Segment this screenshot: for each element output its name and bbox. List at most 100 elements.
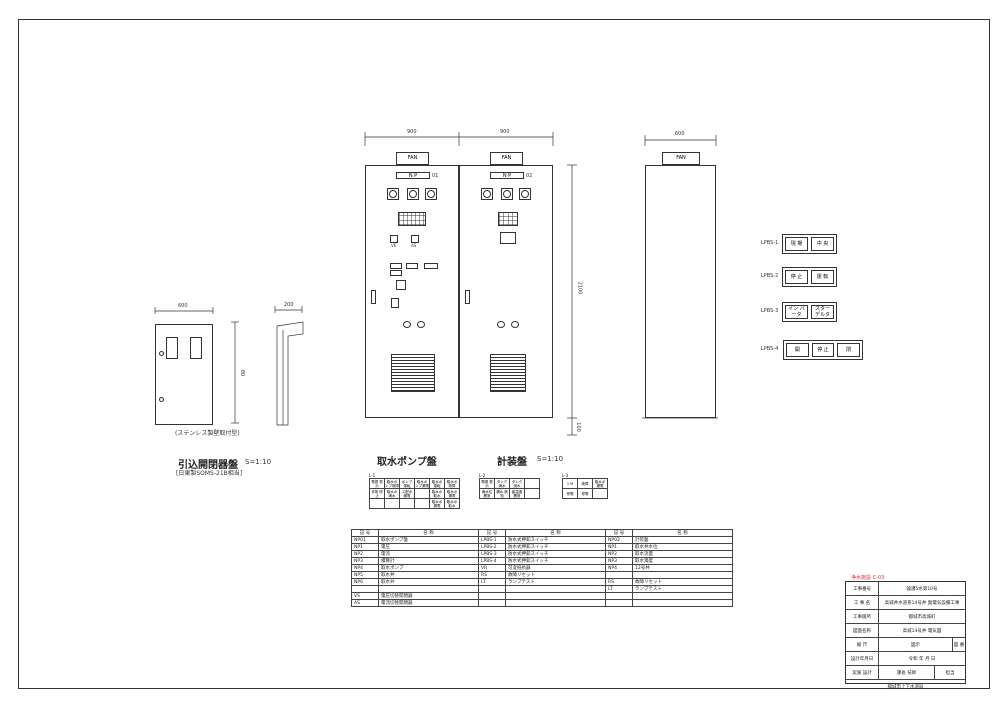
legend-cell bbox=[632, 571, 733, 579]
lamp-cell: 取水ポ 故障 bbox=[444, 478, 460, 489]
check-1: 実施 設計 bbox=[846, 666, 879, 679]
legend-header: 記 号 bbox=[478, 529, 506, 537]
legend-cell: NP3 bbox=[351, 557, 379, 565]
pump-fan-hood: FAN bbox=[396, 152, 429, 165]
legend-cell: LPBS-2 bbox=[478, 543, 506, 551]
title-block-value: 都城市高城町 bbox=[908, 614, 936, 620]
pump-nameplate: N P bbox=[396, 172, 430, 179]
title-block-row: 工 事 名高城井水道系14号井 盤電気設備工事 bbox=[846, 596, 965, 610]
lamp-cell: 取水ポ 満水 bbox=[384, 488, 400, 499]
title-block-value: 論課5水第10号 bbox=[906, 586, 938, 592]
lamp-cell: 故障 bbox=[577, 478, 593, 489]
side-view-panel bbox=[645, 165, 716, 418]
door-handle bbox=[371, 290, 376, 304]
legend-cell: NP6 bbox=[351, 578, 379, 586]
lpbs-1-mini bbox=[390, 263, 402, 269]
legend-cell: NP4 bbox=[605, 564, 633, 572]
legend-cell: LT bbox=[605, 585, 633, 593]
vr-knob bbox=[396, 280, 406, 290]
legend-cell: 防水式押釦スイッチ bbox=[505, 557, 606, 565]
title-block-value: 高城14号井 電気図 bbox=[902, 628, 942, 634]
pump-panel-title: 取水ポンプ盤 bbox=[377, 457, 437, 468]
instr-vent-grille bbox=[490, 354, 526, 392]
legend-cell: 故障リセット bbox=[632, 578, 733, 586]
lamp-cell bbox=[592, 488, 608, 499]
instr-lamp-array bbox=[498, 212, 518, 226]
legend-cell bbox=[351, 585, 379, 593]
instr-reset-lamp bbox=[497, 321, 505, 328]
lamp-cell: 取水ポ 漏電 bbox=[592, 478, 608, 489]
check-2: 課長 技師 bbox=[879, 666, 935, 679]
pump-panel-front: N P 01 VE AS bbox=[365, 165, 459, 418]
indicator-lamp-array bbox=[398, 212, 426, 226]
legend-cell: LT bbox=[478, 578, 506, 586]
legend-cell: NP01 bbox=[351, 536, 379, 544]
date-label: 設計年月日 bbox=[846, 652, 879, 665]
legend-cell: 取水濁度 bbox=[632, 557, 733, 565]
legend-cell: 12号井 bbox=[632, 564, 733, 572]
dim-side-width: 600 bbox=[675, 131, 685, 137]
push-button: 中 央 bbox=[811, 237, 834, 251]
legend-cell: NP02 bbox=[605, 536, 633, 544]
legend-header: 記 号 bbox=[605, 529, 633, 537]
instr-panel-scale: S=1:10 bbox=[537, 455, 564, 463]
legend-cell: NP2 bbox=[351, 550, 379, 558]
legend-cell: 防水式押釦スイッチ bbox=[505, 536, 606, 544]
push-button: 停 止 bbox=[785, 270, 808, 284]
push-button-box: 現 場中 央 bbox=[782, 234, 837, 254]
legend-cell: 取水弁 bbox=[378, 578, 479, 586]
push-button-box: 停 止運 転 bbox=[782, 267, 837, 287]
legend-cell: LPBS-1 bbox=[478, 536, 506, 544]
dim-pump-width: 900 bbox=[407, 129, 417, 135]
drawing-label: 図 番 bbox=[953, 642, 965, 648]
push-button: 現 場 bbox=[785, 237, 808, 251]
legend-cell: 防水式押釦スイッチ bbox=[505, 543, 606, 551]
left-panel-note: (ステンレス製壁取付型) bbox=[175, 430, 240, 437]
title-block-key: 工事番号 bbox=[846, 582, 879, 595]
dim-height: 2100 bbox=[576, 281, 583, 295]
date-value: 令和 年 月 日 bbox=[908, 656, 936, 662]
lpbs-label: LPBS-4 bbox=[761, 346, 779, 352]
lamp-layout-table: 電源 表示取水ポ ンプ故障ポンプ 運転取水ポ ンプ漏電取水ポ 運転取水ポ 故障非… bbox=[369, 478, 460, 509]
legend-cell bbox=[632, 599, 733, 607]
legend-cell: 取水井水位 bbox=[632, 543, 733, 551]
office-name: 都城市上下水道局 bbox=[887, 684, 924, 690]
legend-cell: NP2 bbox=[605, 550, 633, 558]
lamp-cell: 停電 bbox=[562, 488, 578, 499]
left-panel-spec: [日東製SOMS-21B相当] bbox=[176, 470, 243, 477]
legend-cell bbox=[505, 592, 606, 600]
lamp-cell bbox=[384, 498, 400, 509]
lamp-layout-table: 電源 表示タンク 満水タンク 減水満水位 異常漏水 検知盤温度 異常 bbox=[479, 478, 540, 499]
instr-nameplate: N P bbox=[490, 172, 524, 179]
dim-left-height: 80 bbox=[239, 369, 246, 377]
legend-header: 名 称 bbox=[632, 529, 733, 537]
legend-cell: ランプテスト bbox=[632, 585, 733, 593]
instr-panel-title: 計装盤 bbox=[497, 457, 527, 468]
lamp-cell: タンク 減水 bbox=[509, 478, 525, 489]
legend-cell bbox=[478, 592, 506, 600]
scale-value: 図示 bbox=[879, 638, 953, 651]
legend-cell bbox=[478, 599, 506, 607]
lamp-cell: 取水ポ 取水 bbox=[444, 498, 460, 509]
lpbs-label: LPBS-2 bbox=[761, 273, 779, 279]
legend-cell: 取水ポンプ bbox=[378, 564, 479, 572]
lamp-cell: 取水ポ 漏電 bbox=[444, 488, 460, 499]
check-3: 担当 bbox=[945, 670, 955, 676]
lamp-cell: タンク 満水 bbox=[494, 478, 510, 489]
legend-cell: NP3 bbox=[605, 557, 633, 565]
reset-lamp bbox=[403, 321, 411, 328]
lamp-cell bbox=[399, 498, 415, 509]
push-button: スター デルタ bbox=[811, 305, 834, 319]
rs-button bbox=[391, 298, 399, 308]
lamp-cell: 取水ポ 運転 bbox=[429, 478, 445, 489]
legend-cell bbox=[378, 585, 479, 593]
legend-cell: VS bbox=[351, 592, 379, 600]
dim-base: 100 bbox=[574, 422, 581, 432]
lpbs-2-mini bbox=[390, 270, 402, 276]
left-panel-title: 引込開閉器盤 bbox=[178, 460, 238, 471]
instr-relay bbox=[500, 232, 516, 244]
test-lamp bbox=[417, 321, 425, 328]
push-button: 停 止 bbox=[811, 343, 835, 357]
mini-table-label: L-3 bbox=[562, 473, 569, 478]
